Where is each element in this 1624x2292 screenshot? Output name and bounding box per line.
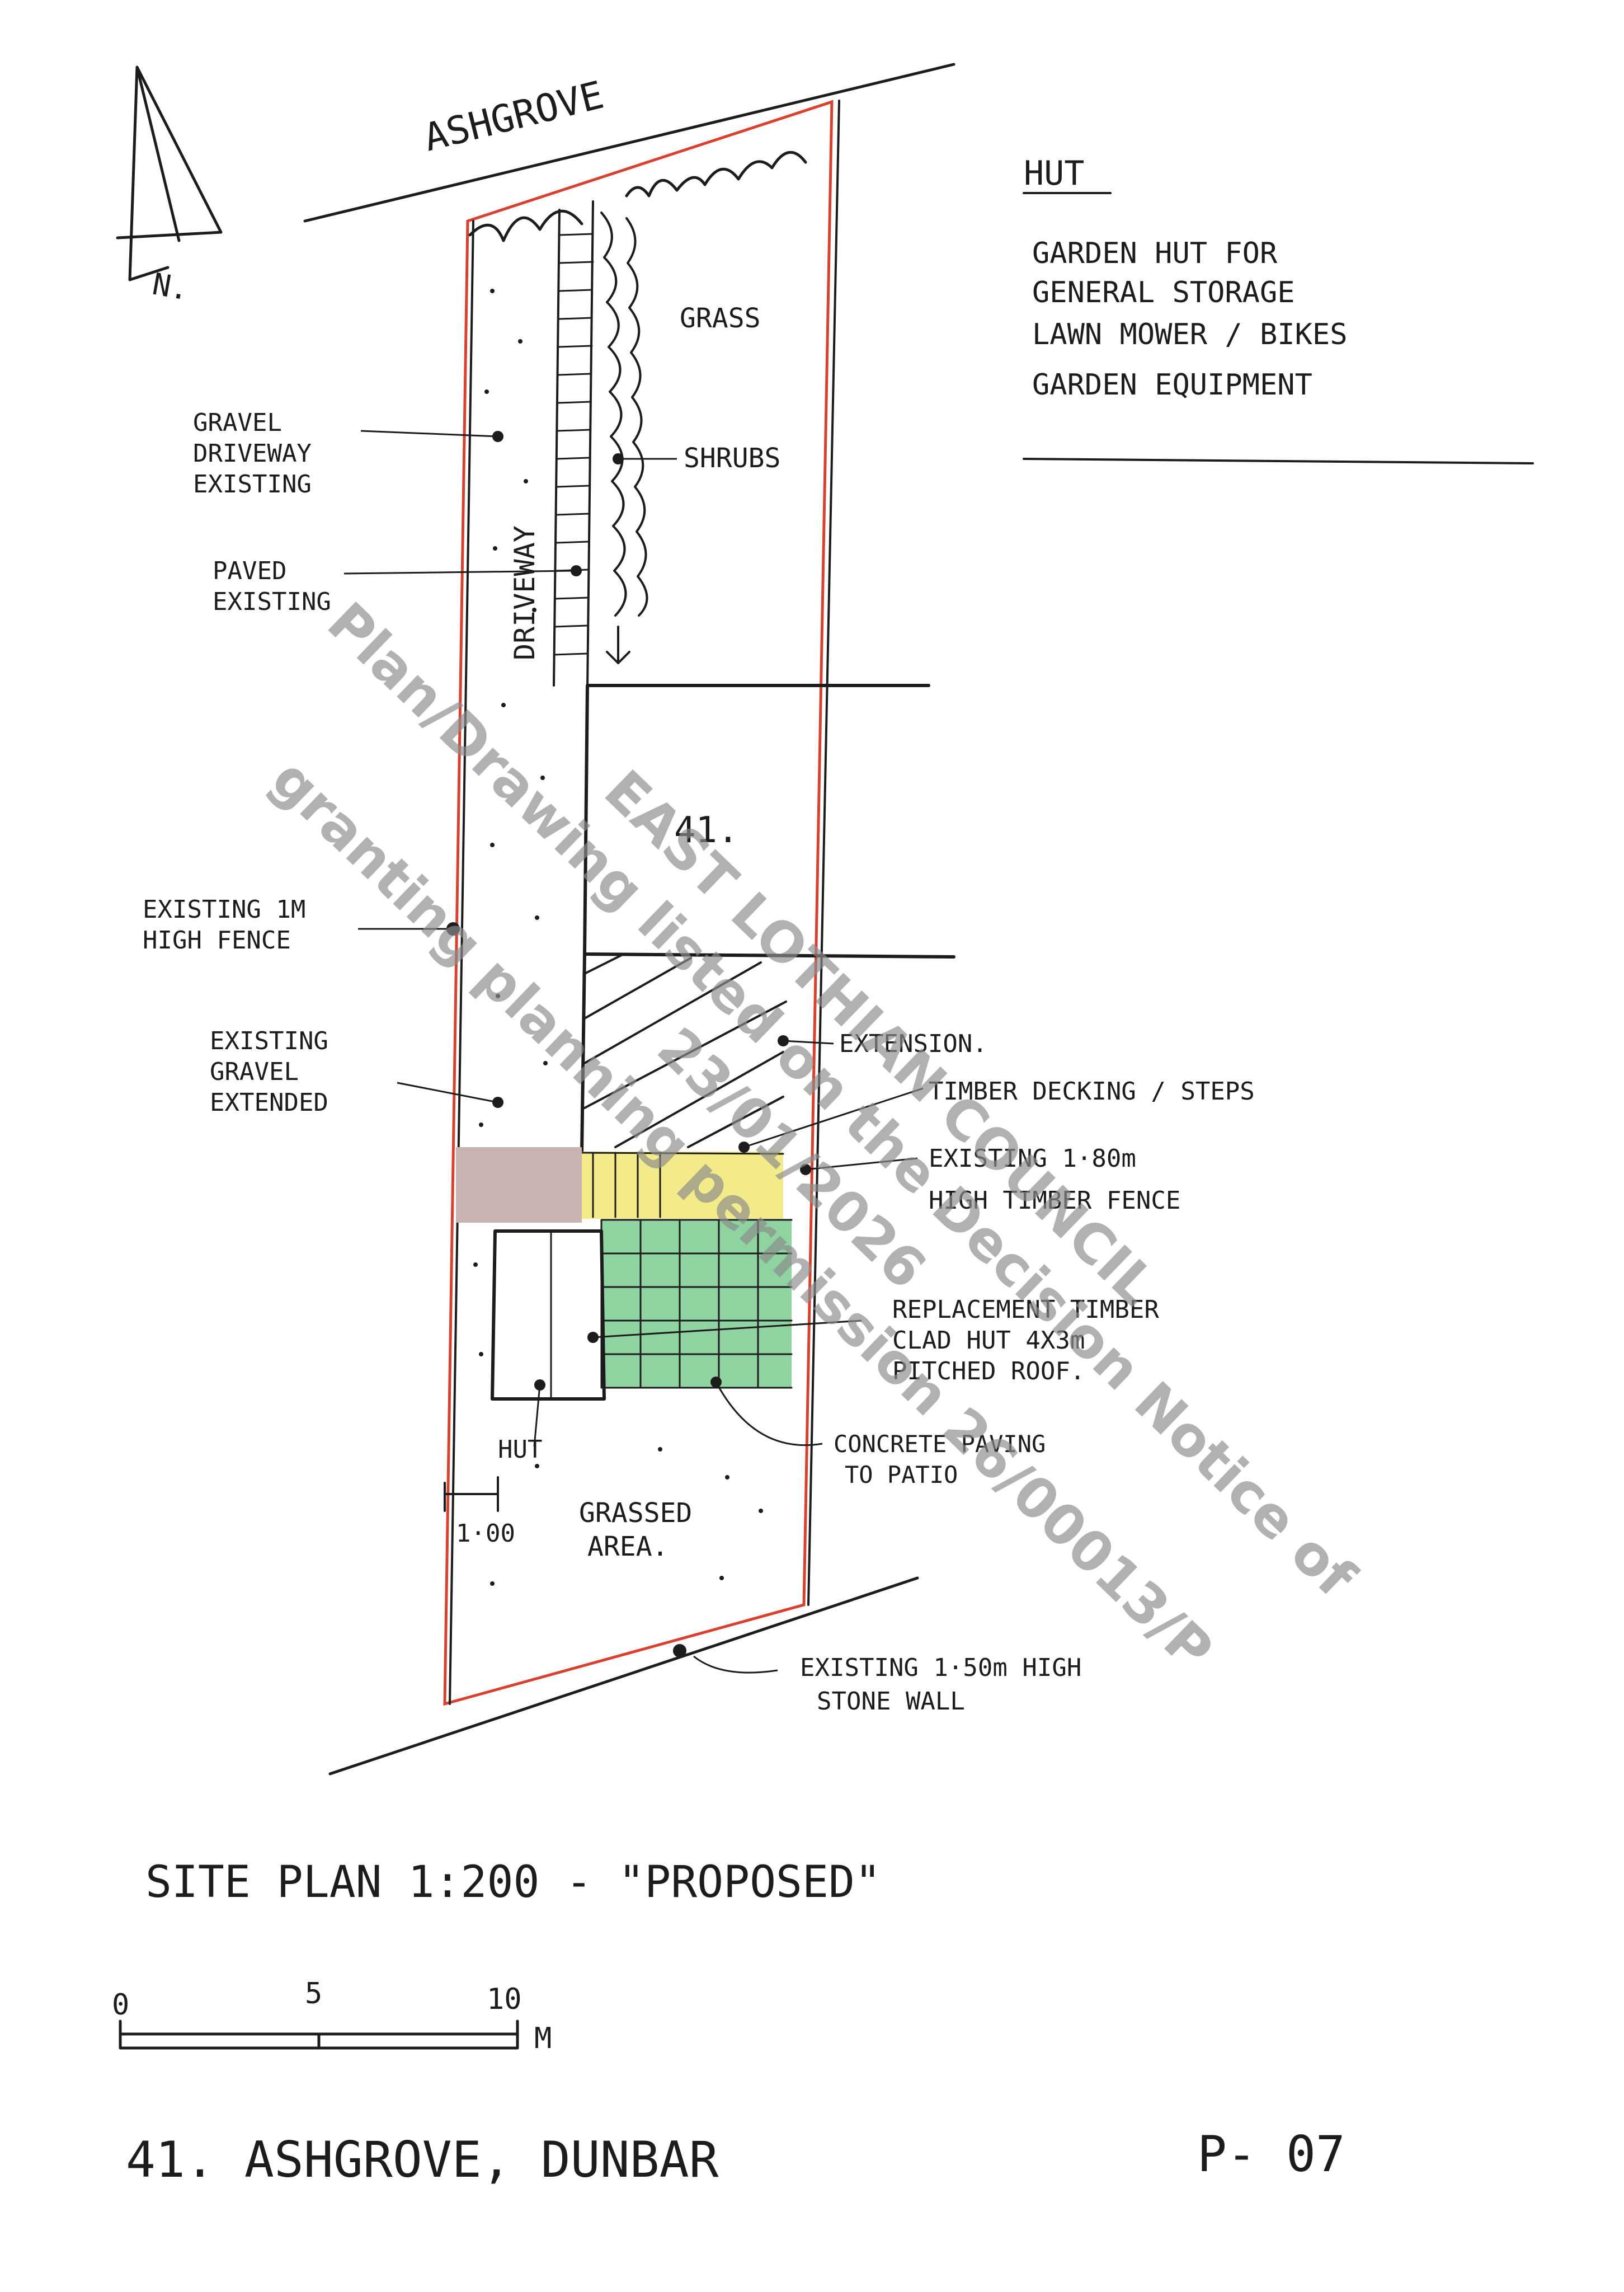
hut-note-title: HUT — [1024, 154, 1084, 193]
replacement-hut-label: REPLACEMENT TIMBER CLAD HUT 4X3m PITCHED… — [892, 1295, 1159, 1385]
svg-text:REPLACEMENT TIMBER: REPLACEMENT TIMBER — [892, 1295, 1159, 1324]
concrete-label: CONCRETE PAVING TO PATIO — [834, 1430, 1046, 1488]
front-hedge — [468, 151, 807, 242]
driveway: DRIVEWAY — [509, 200, 594, 689]
svg-text:HIGH TIMBER FENCE: HIGH TIMBER FENCE — [929, 1186, 1180, 1215]
north-arrow: N. — [116, 65, 223, 307]
replacement-hut — [491, 1229, 606, 1401]
fence-180-label: EXISTING 1·80m HIGH TIMBER FENCE — [929, 1144, 1180, 1215]
shrub-bed — [600, 212, 648, 617]
svg-text:EXTENDED: EXTENDED — [210, 1088, 328, 1117]
svg-text:LAWN MOWER / BIKES: LAWN MOWER / BIKES — [1032, 318, 1348, 351]
north-label: N. — [150, 266, 192, 307]
svg-text:STONE WALL: STONE WALL — [817, 1687, 965, 1716]
svg-text:EXISTING: EXISTING — [210, 1027, 328, 1055]
address: 41. ASHGROVE, DUNBAR — [126, 2131, 719, 2188]
svg-text:DRIVEWAY: DRIVEWAY — [193, 439, 312, 468]
street-name: ASHGROVE — [420, 73, 608, 161]
svg-text:GRASSED: GRASSED — [579, 1497, 692, 1529]
paved-label: PAVED EXISTING — [213, 557, 331, 616]
concrete-patio — [601, 1220, 792, 1388]
svg-text:AREA.: AREA. — [587, 1531, 669, 1562]
grass-label: GRASS — [680, 303, 761, 334]
svg-text:M: M — [534, 2022, 552, 2055]
extension — [580, 952, 787, 1154]
shrub-arrow — [606, 626, 630, 664]
driveway-label: DRIVEWAY — [509, 525, 541, 660]
svg-text:EXISTING 1·50m HIGH: EXISTING 1·50m HIGH — [800, 1654, 1081, 1682]
svg-text:10: 10 — [487, 1983, 522, 2016]
hut-note: HUT GARDEN HUT FOR GENERAL STORAGE LAWN … — [1023, 154, 1534, 464]
svg-text:TO PATIO: TO PATIO — [845, 1461, 958, 1488]
boundary-ink-left — [449, 220, 474, 1705]
svg-text:EXISTING: EXISTING — [213, 588, 331, 616]
leaders — [343, 430, 924, 1674]
fence-1m-label: EXISTING 1M HIGH FENCE — [143, 895, 305, 955]
svg-text:0: 0 — [112, 1988, 129, 2022]
plan-title: SITE PLAN 1:200 - "PROPOSED" — [145, 1857, 881, 1908]
grassed-area-label: GRASSED AREA. — [579, 1497, 692, 1562]
svg-text:EXISTING 1M: EXISTING 1M — [143, 895, 305, 924]
svg-text:CLAD HUT 4X3m: CLAD HUT 4X3m — [892, 1326, 1085, 1355]
decking-label: TIMBER DECKING / STEPS — [929, 1077, 1255, 1106]
extension-label: EXTENSION. — [839, 1030, 987, 1058]
gravel-driveway-label: GRAVEL DRIVEWAY EXISTING — [193, 408, 312, 499]
gravel-stipple — [473, 289, 763, 1586]
scale-bar: 0 5 10 M — [112, 1977, 552, 2055]
drawing-number: P- 07 — [1197, 2125, 1345, 2183]
dimension-label: 1·00 — [456, 1519, 515, 1548]
hut-label: HUT — [498, 1435, 542, 1464]
svg-text:HIGH FENCE: HIGH FENCE — [143, 926, 291, 955]
svg-text:PITCHED ROOF.: PITCHED ROOF. — [892, 1357, 1085, 1385]
svg-text:GARDEN HUT FOR: GARDEN HUT FOR — [1032, 237, 1278, 270]
svg-text:GRAVEL: GRAVEL — [210, 1058, 299, 1086]
svg-text:GENERAL STORAGE: GENERAL STORAGE — [1032, 276, 1295, 309]
house-41: 41. — [583, 684, 955, 959]
boundary-ink-right — [807, 100, 840, 1606]
site-boundary — [443, 100, 834, 1706]
svg-text:5: 5 — [305, 1977, 322, 2011]
svg-text:PAVED: PAVED — [213, 557, 286, 585]
svg-text:CONCRETE PAVING: CONCRETE PAVING — [834, 1430, 1046, 1458]
house-number: 41. — [674, 810, 739, 851]
gravel-band — [456, 1147, 582, 1223]
shrubs-label: SHRUBS — [684, 443, 780, 474]
gravel-extended-label: EXISTING GRAVEL EXTENDED — [210, 1027, 328, 1117]
dimension-1m — [444, 1476, 499, 1512]
svg-text:GRAVEL: GRAVEL — [193, 408, 282, 437]
svg-text:EXISTING: EXISTING — [193, 470, 312, 499]
planning-watermark: EAST LOTHIAN COUNCIL Plan/Drawing listed… — [259, 590, 1367, 1683]
svg-text:GARDEN EQUIPMENT: GARDEN EQUIPMENT — [1032, 368, 1312, 402]
ashgrove-street: ASHGROVE — [303, 63, 955, 223]
stone-wall-label: EXISTING 1·50m HIGH STONE WALL — [800, 1654, 1081, 1716]
rear-stone-wall — [328, 1576, 919, 1776]
svg-text:EXISTING 1·80m: EXISTING 1·80m — [929, 1144, 1136, 1173]
